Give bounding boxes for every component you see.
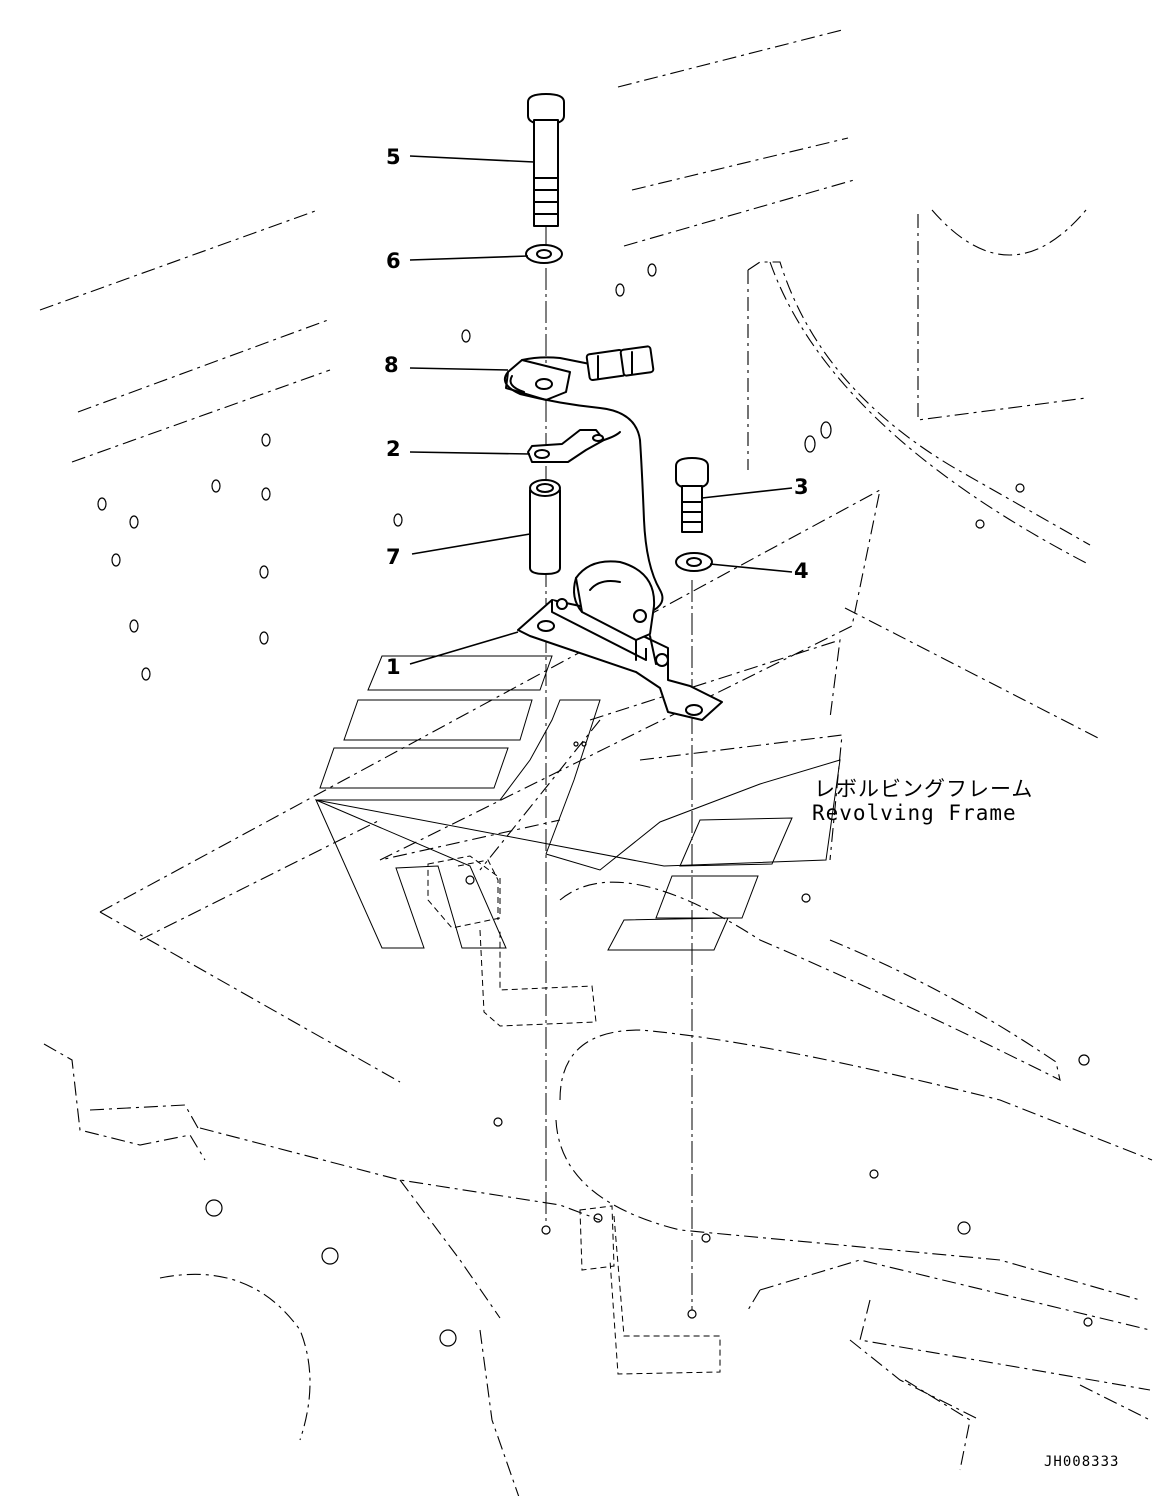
annotation-english: Revolving Frame [812, 801, 1017, 825]
frame-holes [97, 263, 1093, 1347]
collar-part-7 [529, 479, 561, 575]
callout-5: 5 [386, 145, 401, 169]
callout-labels: 5 6 8 2 7 1 3 4 [384, 145, 809, 679]
bolt-part-3 [675, 457, 709, 533]
callout-7: 7 [386, 545, 401, 569]
callout-1: 1 [386, 655, 401, 679]
frame-bracket-upper [427, 855, 597, 1027]
washer-part-6 [525, 244, 563, 264]
frame-annotation: レボルビングフレーム Revolving Frame [812, 777, 1033, 825]
assembly-centerlines [545, 226, 693, 1310]
callout-3: 3 [794, 475, 809, 499]
callout-4: 4 [794, 559, 809, 583]
watermark-logo [315, 655, 841, 951]
callout-2: 2 [386, 437, 401, 461]
drawing-code: JH008333 [1044, 1454, 1119, 1470]
buzzer-assembly-part-1 [517, 560, 723, 721]
frame-bracket-lower [579, 1205, 721, 1375]
leader-lines [409, 155, 793, 665]
terminal-harness-part-8 [504, 345, 664, 613]
callout-6: 6 [386, 249, 401, 273]
revolving-frame-outline [39, 29, 1153, 1496]
annotation-japanese: レボルビングフレーム [814, 777, 1033, 801]
terminal-part-2 [527, 429, 621, 463]
washer-part-4 [675, 552, 713, 572]
bolt-part-5 [527, 93, 565, 227]
callout-8: 8 [384, 353, 399, 377]
